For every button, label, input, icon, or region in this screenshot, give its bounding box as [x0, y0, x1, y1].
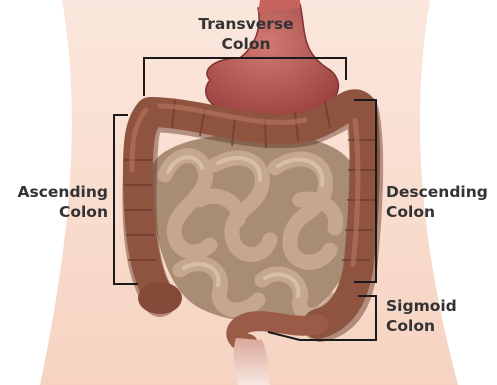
sigmoid-colon-label-line1: Sigmoid — [386, 296, 486, 316]
descending-colon-label-line2: Colon — [386, 202, 496, 222]
cecum — [138, 282, 182, 314]
sigmoid-colon-label: Sigmoid Colon — [386, 296, 486, 336]
descending-colon-label: Descending Colon — [386, 182, 496, 222]
ascending-colon-label-line2: Colon — [4, 202, 108, 222]
transverse-colon-label-line1: Transverse — [186, 14, 306, 34]
ascending-colon-label-line1: Ascending — [4, 182, 108, 202]
ascending-colon-label: Ascending Colon — [4, 182, 108, 222]
sigmoid-colon-label-line2: Colon — [386, 316, 486, 336]
descending-colon-label-line1: Descending — [386, 182, 496, 202]
transverse-colon-label-line2: Colon — [186, 34, 306, 54]
transverse-colon-label: Transverse Colon — [186, 14, 306, 54]
